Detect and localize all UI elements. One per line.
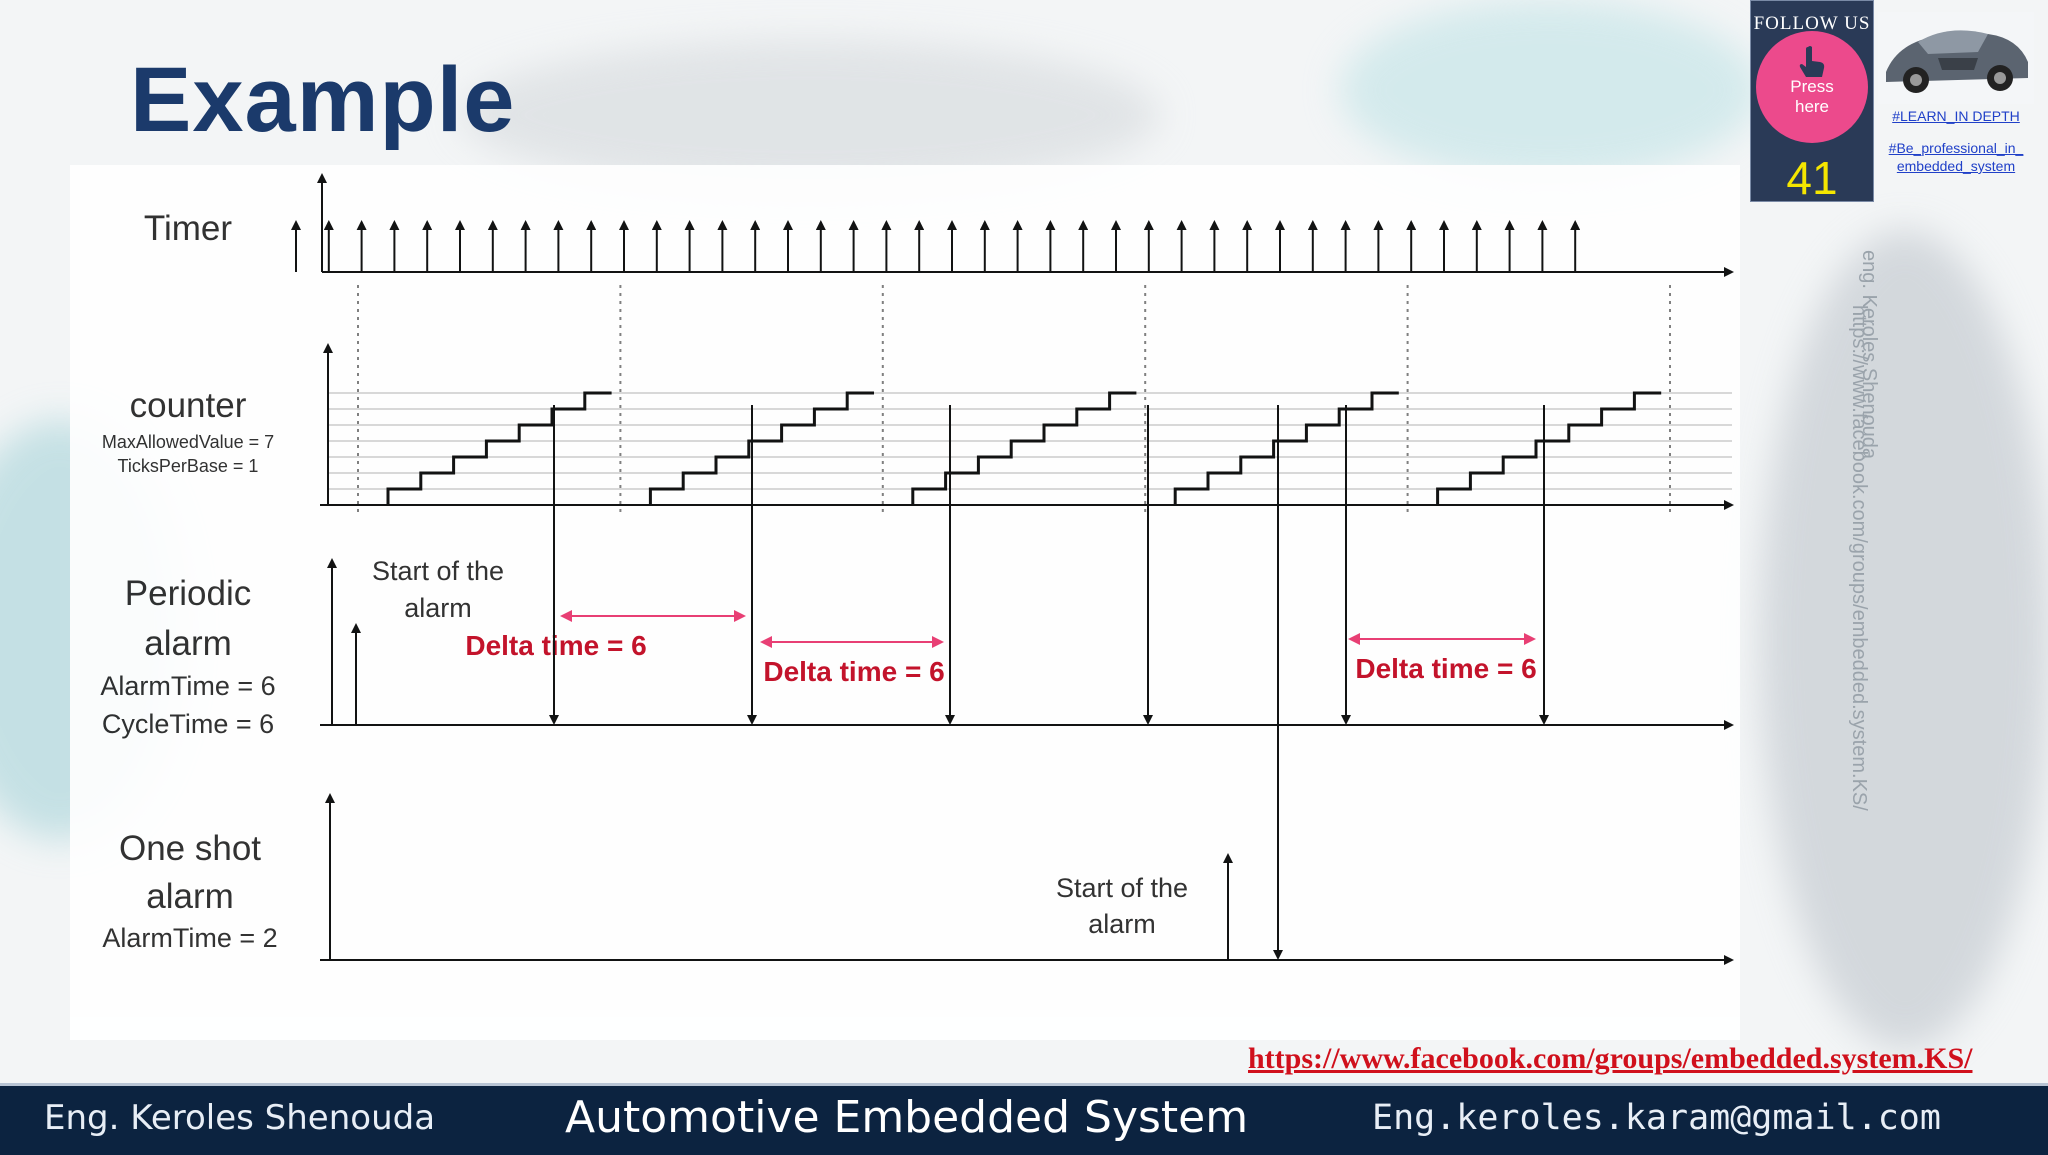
counter-staircase [648, 391, 874, 505]
footer-bar: Eng. Keroles Shenouda Automotive Embedde… [0, 1083, 2048, 1155]
periodic-start-caption-line2: alarm [404, 593, 472, 623]
delta-time-label-3: Delta time = 6 [1355, 653, 1536, 684]
periodic-param-alarmtime: AlarmTime = 6 [100, 671, 275, 701]
press-here-button[interactable]: Press here [1756, 31, 1868, 143]
background-blob [1340, 0, 1760, 180]
timer-label: Timer [144, 209, 232, 248]
car-thumbnail-image [1878, 12, 2034, 104]
counter-staircase [911, 391, 1137, 505]
hashtag-embedded-system[interactable]: embedded_system [1896, 158, 2016, 174]
follow-us-label: FOLLOW US [1753, 13, 1871, 34]
periodic-param-cycletime: CycleTime = 6 [102, 709, 274, 739]
oneshot-start-caption-line2: alarm [1088, 909, 1156, 939]
footer-course-title: Automotive Embedded System [565, 1092, 1249, 1143]
hashtag-learn-in-depth[interactable]: #LEARN_IN DEPTH [1892, 108, 2020, 124]
footer-author: Eng. Keroles Shenouda [44, 1098, 436, 1138]
counter-param-ticks: TicksPerBase = 1 [118, 456, 259, 476]
counter-staircase [386, 391, 612, 505]
facebook-group-link[interactable]: https://www.facebook.com/groups/embedded… [1248, 1042, 1973, 1075]
oneshot-param-alarmtime: AlarmTime = 2 [102, 923, 277, 953]
counter-param-max: MaxAllowedValue = 7 [102, 432, 274, 452]
pointing-hand-icon [1799, 46, 1825, 77]
watermark-url: https://www.facebook.com/groups/embedded… [1848, 305, 1870, 811]
counter-staircase [1173, 391, 1399, 505]
periodic-start-caption-line1: Start of the [372, 556, 504, 586]
counter-label: counter [130, 386, 247, 425]
footer-email[interactable]: Eng.keroles.karam@gmail.com [1372, 1098, 1941, 1138]
hashtag-be-professional[interactable]: #Be_professional_in_ [1888, 140, 2024, 156]
delta-time-label-1: Delta time = 6 [465, 630, 646, 661]
oneshot-label-line2: alarm [146, 877, 234, 916]
slide-title: Example [130, 49, 516, 151]
alarm-timing-diagram: Timer counter MaxAllowedValue = 7 TicksP… [100, 173, 1734, 965]
background-blob [1760, 230, 2048, 1050]
counter-staircase [1436, 391, 1662, 505]
press-word: Press [1790, 77, 1834, 96]
oneshot-start-caption-line1: Start of the [1056, 873, 1188, 903]
here-word: here [1794, 97, 1830, 116]
slide-number: 41 [1786, 152, 1838, 204]
delta-time-label-2: Delta time = 6 [763, 656, 944, 687]
periodic-label-line2: alarm [144, 624, 232, 663]
press-here-label: Press here [1756, 77, 1868, 117]
periodic-label-line1: Periodic [125, 574, 251, 613]
oneshot-label-line1: One shot [119, 829, 261, 868]
diagram-panel: Timer counter MaxAllowedValue = 7 TicksP… [70, 165, 1740, 1040]
follow-us-box[interactable]: FOLLOW US Press here 41 [1750, 0, 1874, 204]
